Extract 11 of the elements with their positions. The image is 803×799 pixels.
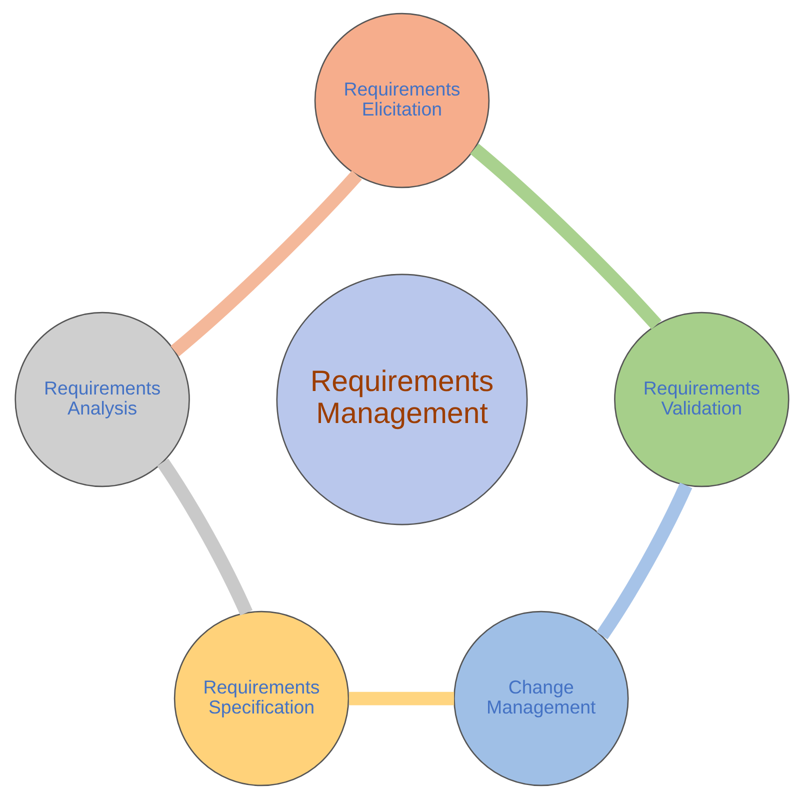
connector: [470, 144, 662, 330]
connector: [348, 692, 454, 706]
connector: [170, 170, 362, 356]
node-circle: Requirements Analysis: [14, 312, 190, 488]
connector: [596, 482, 692, 640]
node-circle: Requirements Management: [276, 274, 528, 526]
node-circle: Change Management: [453, 610, 628, 786]
connector: [156, 458, 252, 616]
node-circle: Requirements Elicitation: [314, 12, 490, 188]
node-circle: Requirements Specification: [173, 610, 349, 786]
node-circle: Requirements Validation: [614, 312, 789, 488]
